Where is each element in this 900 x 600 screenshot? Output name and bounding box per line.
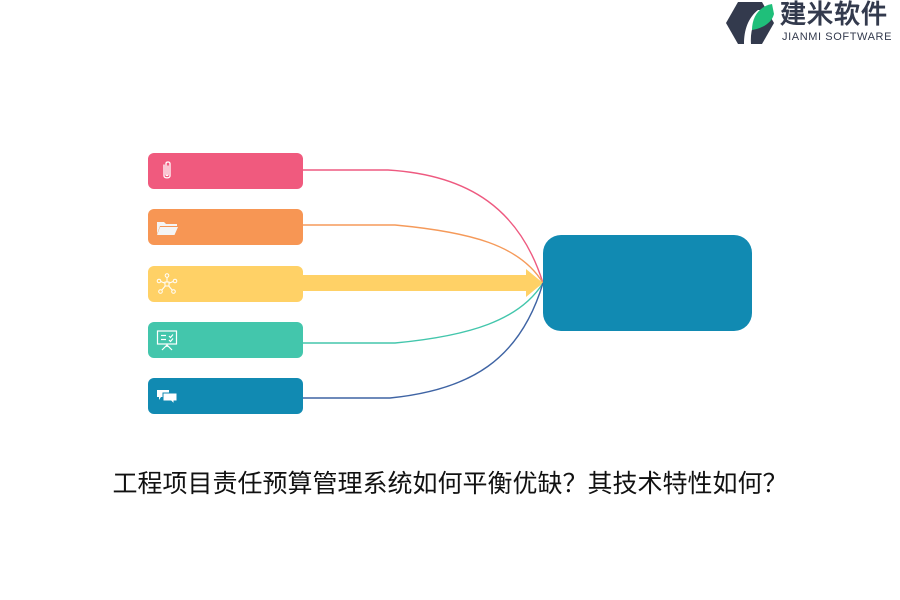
brand-name-en: JIANMI SOFTWARE (782, 31, 893, 43)
connector-line-1 (302, 169, 544, 284)
jianmi-logo-icon (726, 2, 774, 44)
paperclip-icon (163, 161, 171, 179)
connector-line-2 (302, 224, 544, 284)
connector-arrow-head (526, 269, 543, 297)
network-nodes-icon (156, 273, 178, 294)
brand-logo: 建米软件 JIANMI SOFTWARE (724, 0, 900, 46)
connector-arrow-shaft (300, 275, 528, 291)
page-title: 工程项目责任预算管理系统如何平衡优缺？其技术特性如何？ (112, 469, 788, 498)
connector-line-4 (302, 282, 544, 344)
chat-bubbles-icon (157, 390, 178, 406)
diagram-item-5 (148, 378, 303, 414)
diagram-item-1 (148, 153, 303, 189)
connector-line-5 (302, 282, 544, 399)
diagram-item-4 (148, 322, 303, 358)
diagram-item-3 (148, 266, 303, 302)
presentation-board-icon (156, 330, 178, 351)
diagram-item-2 (148, 209, 303, 245)
brand-name-cn: 建米软件 (780, 0, 889, 30)
folder-open-icon (157, 222, 178, 235)
diagram-hub (543, 235, 752, 331)
